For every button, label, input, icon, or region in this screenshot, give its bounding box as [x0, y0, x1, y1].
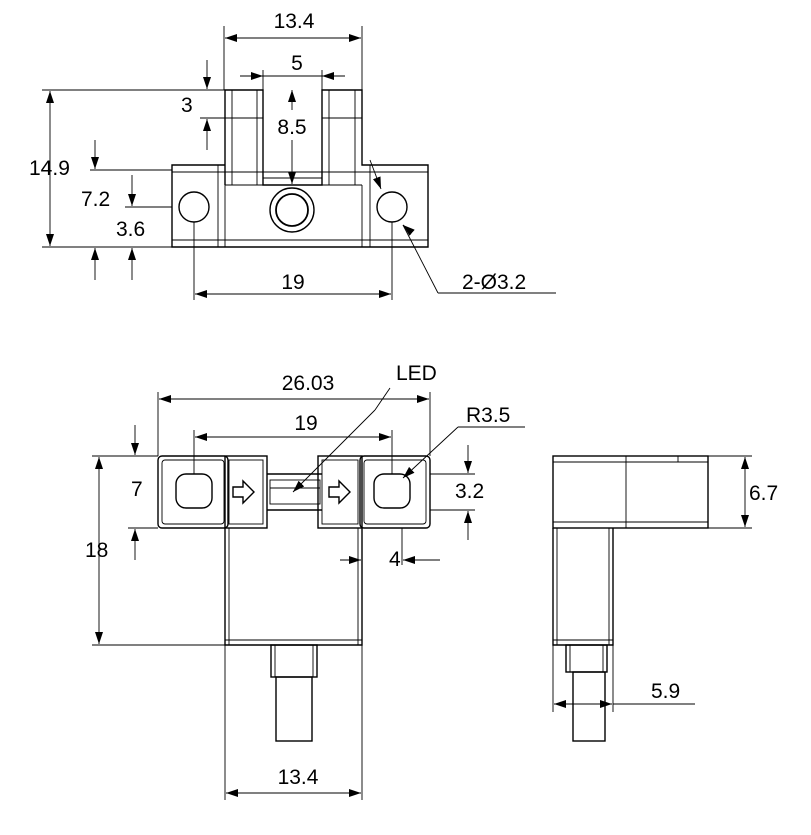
dim-total-height: 14.9 — [29, 89, 225, 248]
wing-slot-left — [175, 473, 213, 509]
dim-overall-width: 26.03 — [157, 372, 431, 456]
mount-hole-left — [178, 191, 210, 223]
label-hole-callout: 2-Ø3.2 — [462, 271, 526, 294]
front-view: LED 26.03 19 R3.5 7 — [85, 362, 525, 800]
dim-slot-depth: 8.5 — [277, 90, 307, 184]
dim-front-total-height: 18 — [85, 455, 225, 646]
dim-half-height: 3.6 — [116, 175, 172, 280]
label-slot-width: 5 — [291, 52, 303, 75]
label-front-total-height: 18 — [85, 539, 108, 562]
side-view-outline — [552, 455, 709, 742]
label-wall-thickness: 4 — [389, 548, 401, 571]
hole-callout: 2-Ø3.2 — [369, 159, 556, 294]
label-tab-height: 3 — [181, 94, 193, 117]
dim-body-width: 13.4 — [224, 645, 363, 800]
label-hole-pitch-front: 19 — [294, 412, 317, 435]
label-body-width: 13.4 — [278, 766, 319, 789]
lens-outer — [269, 187, 315, 233]
dim-slot-width: 5 — [240, 52, 345, 90]
dim-wall-thickness: 4 — [340, 528, 440, 571]
dim-hole-pitch-top: 19 — [193, 222, 393, 300]
dim-head-depth: 6.7 — [708, 455, 778, 529]
dim-slot-height: 3.2 — [430, 445, 484, 540]
label-slot-depth: 8.5 — [277, 116, 306, 139]
wing-slot-right — [373, 473, 411, 509]
dim-cable-width: 5.9 — [552, 645, 695, 712]
label-top-width: 13.4 — [274, 10, 315, 33]
lens-inner — [275, 193, 309, 227]
label-half-height: 3.6 — [116, 218, 145, 241]
side-view: 6.7 5.9 — [552, 455, 778, 742]
label-hole-pitch-top: 19 — [281, 271, 304, 294]
top-view: 13.4 5 3 8.5 1 — [29, 10, 556, 300]
dim-hole-height: 7.2 — [81, 140, 172, 280]
dim-top-width: 13.4 — [223, 10, 363, 90]
dim-tab-height: 3 — [181, 60, 225, 150]
label-overall-width: 26.03 — [282, 372, 335, 395]
arrow-icon-right — [328, 479, 351, 505]
label-led: LED — [396, 362, 437, 385]
top-view-outline — [171, 89, 429, 248]
label-slot-height: 3.2 — [455, 480, 484, 503]
dim-hole-pitch-front: 19 — [193, 412, 393, 474]
front-view-outline — [157, 455, 431, 742]
label-hole-height: 7.2 — [81, 188, 110, 211]
label-wing-height: 7 — [131, 478, 143, 501]
label-cable-width: 5.9 — [651, 680, 680, 703]
label-radius: R3.5 — [466, 404, 510, 427]
dim-wing-height: 7 — [128, 425, 158, 560]
led-callout: LED — [292, 362, 437, 493]
radius-callout: R3.5 — [402, 404, 525, 479]
mount-hole-right — [376, 191, 408, 223]
arrow-icon-left — [232, 479, 255, 505]
label-head-depth: 6.7 — [749, 482, 778, 505]
label-total-height: 14.9 — [29, 157, 70, 180]
